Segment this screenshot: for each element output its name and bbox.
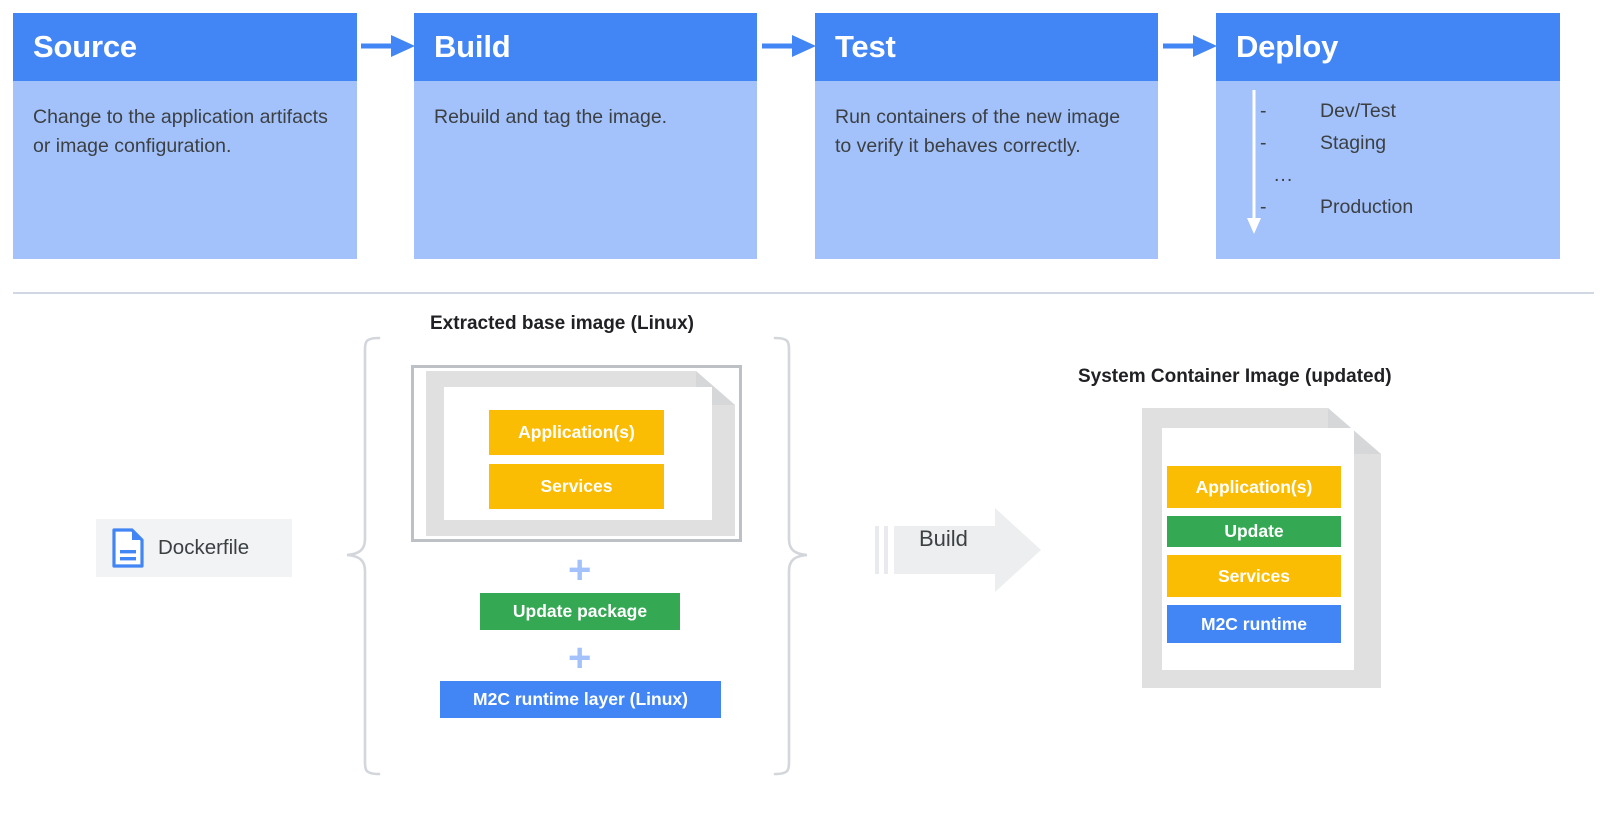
result-layer-applications: Application(s) xyxy=(1167,466,1341,508)
stage-card-deploy[interactable]: Deploy - Dev/Test - Staging ... - Produ xyxy=(1216,13,1560,259)
stage-description-test: Run containers of the new image to verif… xyxy=(835,106,1121,157)
base-layer-services: Services xyxy=(489,464,664,509)
result-layer-label: M2C runtime xyxy=(1201,613,1307,634)
deploy-item-label: Staging xyxy=(1320,132,1387,154)
stage-title-source: Source xyxy=(33,29,137,64)
stage-body-test: Run containers of the new image to verif… xyxy=(815,81,1158,259)
stack-layer-label: M2C runtime layer (Linux) xyxy=(473,689,688,709)
result-layer-services: Services xyxy=(1167,555,1341,597)
connector-arrow-test-deploy-icon xyxy=(1163,35,1217,57)
plus-icon-1: + xyxy=(568,548,592,592)
deploy-item-dash: - xyxy=(1260,132,1267,154)
stage-body-source: Change to the application artifacts or i… xyxy=(13,81,357,259)
base-layer-label: Application(s) xyxy=(518,422,635,442)
stage-card-test[interactable]: Test Run containers of the new image to … xyxy=(815,13,1158,259)
stage-body-build: Rebuild and tag the image. xyxy=(414,81,757,259)
base-layer-applications: Application(s) xyxy=(489,410,664,455)
result-layer-update: Update xyxy=(1167,516,1341,547)
dockerfile-label: Dockerfile xyxy=(158,536,250,559)
connector-arrow-build-test-icon xyxy=(762,35,816,57)
stack-layer-update-package: Update package xyxy=(480,593,680,630)
result-layer-m2c-runtime: M2C runtime xyxy=(1167,605,1341,643)
result-layer-label: Update xyxy=(1224,521,1284,541)
list-item: - Staging xyxy=(1260,127,1540,159)
result-layer-label: Application(s) xyxy=(1195,476,1313,497)
stage-description-source: Change to the application artifacts or i… xyxy=(33,106,328,157)
list-item: - Dev/Test xyxy=(1260,95,1540,127)
dockerfile-chip[interactable]: Dockerfile xyxy=(96,519,292,577)
plus-icon-2: + xyxy=(568,636,592,680)
deploy-down-arrow-icon xyxy=(1247,90,1261,234)
system-container-image-document-shape xyxy=(1142,408,1381,688)
stage-body-deploy: - Dev/Test - Staging ... - Production xyxy=(1216,81,1560,259)
stage-title-test: Test xyxy=(835,29,896,64)
document-file-icon xyxy=(112,528,144,568)
right-curly-brace xyxy=(773,336,808,776)
build-block-arrow-icon xyxy=(875,508,1041,592)
deploy-item-label: Production xyxy=(1320,196,1414,218)
left-curly-brace xyxy=(346,336,381,776)
deploy-item-dash: - xyxy=(1260,100,1267,122)
base-layer-label: Services xyxy=(540,476,613,496)
deploy-item-dash: - xyxy=(1260,196,1267,218)
label-system-container-image: System Container Image (updated) xyxy=(1078,366,1392,387)
deploy-item-label: ... xyxy=(1274,164,1294,186)
deploy-item-label: Dev/Test xyxy=(1320,100,1396,122)
deploy-environment-list: - Dev/Test - Staging ... - Production xyxy=(1260,95,1540,223)
result-layer-label: Services xyxy=(1217,565,1290,586)
stage-header-deploy: Deploy xyxy=(1216,13,1560,81)
stage-header-test: Test xyxy=(815,13,1158,81)
stage-card-build[interactable]: Build Rebuild and tag the image. xyxy=(414,13,757,259)
stack-layer-label: Update package xyxy=(512,601,648,621)
label-extracted-base-image: Extracted base image (Linux) xyxy=(430,313,694,334)
stage-header-build: Build xyxy=(414,13,757,81)
stage-card-source[interactable]: Source Change to the application artifac… xyxy=(13,13,357,259)
section-divider xyxy=(13,292,1594,294)
build-arrow-label: Build xyxy=(919,526,968,551)
list-item-ellipsis: ... xyxy=(1260,159,1540,191)
list-item: - Production xyxy=(1260,191,1540,223)
stage-title-deploy: Deploy xyxy=(1236,29,1339,64)
stack-layer-m2c-runtime: M2C runtime layer (Linux) xyxy=(440,681,721,718)
stage-description-build: Rebuild and tag the image. xyxy=(434,106,668,128)
connector-arrow-source-build-icon xyxy=(361,35,415,57)
stage-title-build: Build xyxy=(434,29,511,64)
stage-header-source: Source xyxy=(13,13,357,81)
